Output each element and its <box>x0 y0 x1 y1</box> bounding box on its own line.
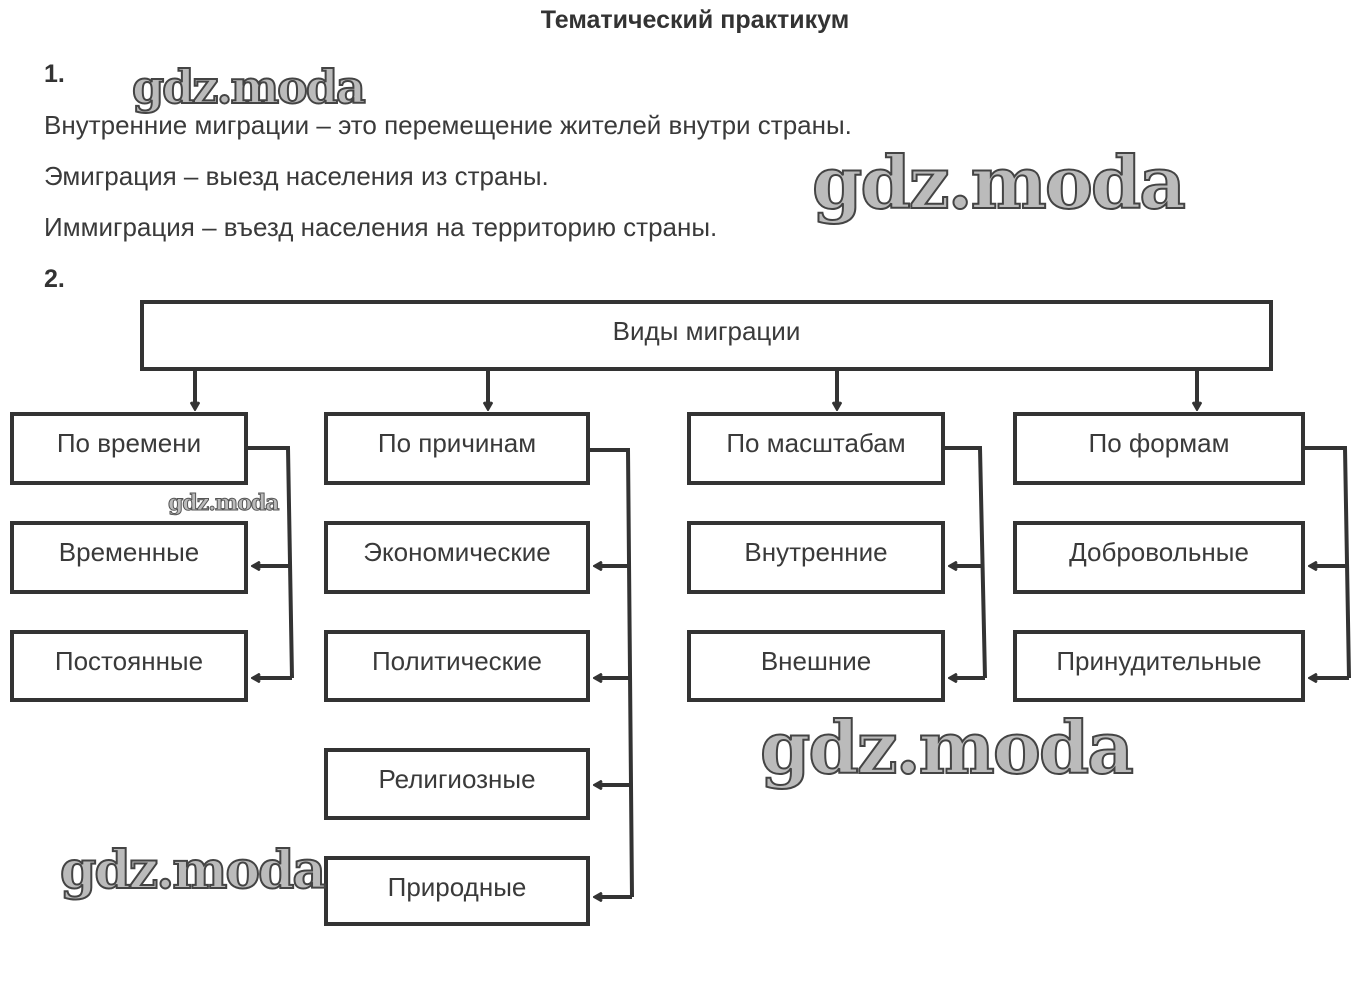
watermark: gdz.moda <box>759 704 1135 791</box>
page-title: Тематический практикум <box>540 6 850 34</box>
item-external: Внешние <box>687 630 945 702</box>
definition-emigration: Эмиграция – выезд населения из страны. <box>44 161 549 191</box>
item-economic: Экономические <box>324 521 590 594</box>
root-box: Виды миграции <box>140 300 1273 371</box>
item-political: Политические <box>324 630 590 702</box>
item-internal: Внутренние <box>687 521 945 594</box>
task-2-number: 2. <box>44 265 65 293</box>
watermark: gdz.moda <box>131 59 367 115</box>
group-forms: По формам <box>1013 412 1305 485</box>
item-temporary: Временные <box>10 521 248 594</box>
connector-scale <box>945 446 987 679</box>
group-causes: По причинам <box>324 412 590 485</box>
task-1-number: 1. <box>44 60 65 88</box>
item-natural: Природные <box>324 856 590 926</box>
definition-immigration: Иммиграция – въезд населения на территор… <box>44 212 718 242</box>
item-permanent: Постоянные <box>10 630 248 702</box>
watermark: gdz.moda <box>811 139 1187 226</box>
item-voluntary: Добровольные <box>1013 521 1305 594</box>
connector-causes <box>590 448 634 898</box>
item-forced: Принудительные <box>1013 630 1305 702</box>
definition-internal: Внутренние миграции – это перемещение жи… <box>44 110 852 140</box>
watermark: gdz.moda <box>59 839 327 902</box>
connector-time <box>248 446 294 679</box>
item-religious: Религиозные <box>324 748 590 820</box>
connector-forms <box>1305 446 1351 679</box>
group-scale: По масштабам <box>687 412 945 485</box>
watermark: gdz.moda <box>168 490 281 517</box>
group-time: По времени <box>10 412 248 485</box>
